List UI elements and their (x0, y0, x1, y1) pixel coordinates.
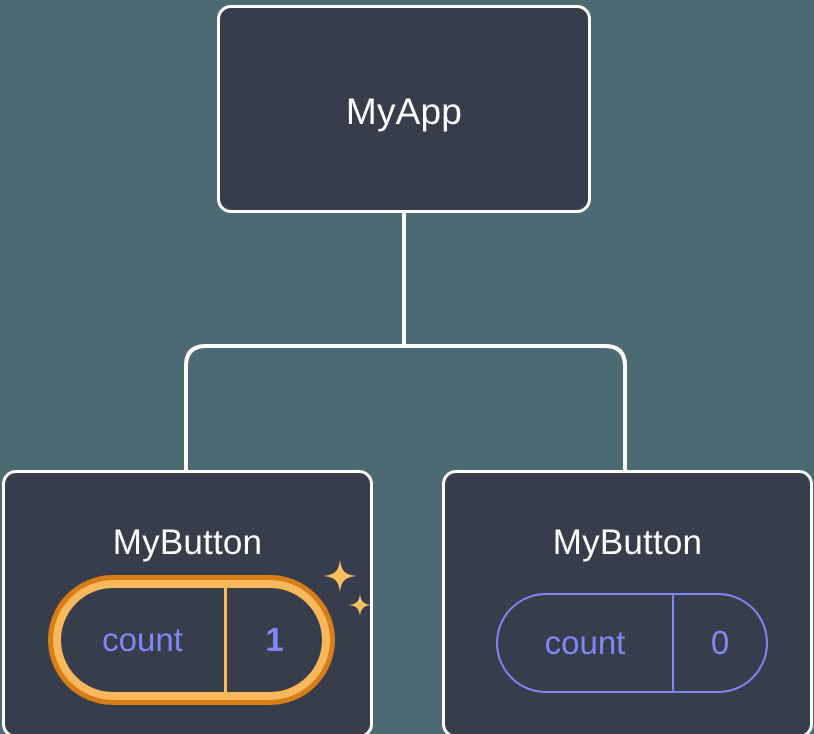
state-pill-right-divider (672, 595, 674, 691)
child-node-right[interactable]: MyButton count 0 (442, 470, 813, 734)
state-pill-left-highlighted[interactable]: count 1 (48, 575, 335, 705)
state-key-right: count (544, 624, 626, 661)
child-node-left[interactable]: MyButton count 1 (2, 470, 373, 734)
state-pill-left-divider (224, 588, 227, 692)
state-value-left: 1 (265, 621, 284, 658)
root-node-title: MyApp (345, 91, 463, 132)
connector-branch-bus (184, 344, 627, 470)
state-pill-left-inner: count 1 (53, 580, 330, 700)
state-value-right: 0 (710, 624, 730, 661)
root-node[interactable]: MyApp (217, 5, 591, 213)
state-key-left: count (102, 621, 183, 658)
state-pill-right[interactable]: count 0 (496, 593, 768, 693)
child-node-left-title: MyButton (112, 523, 263, 562)
child-node-right-title: MyButton (552, 523, 703, 562)
